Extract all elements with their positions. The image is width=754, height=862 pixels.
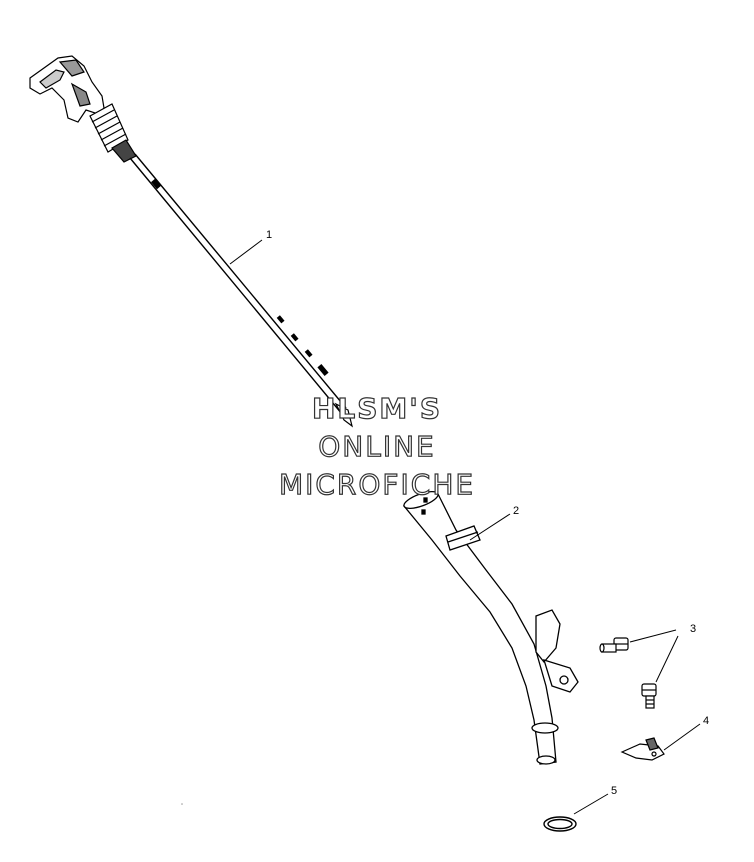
callout-4: 4 — [703, 715, 709, 727]
leader-2 — [469, 513, 511, 541]
tube-bracket — [535, 609, 561, 664]
speck — [181, 803, 183, 805]
leader-1 — [229, 239, 263, 265]
leader-4 — [663, 723, 701, 751]
bolt-lower — [641, 683, 657, 709]
tube-body — [402, 493, 557, 765]
callout-5: 5 — [611, 785, 617, 797]
bolt-upper — [599, 637, 629, 653]
leader-3a — [629, 629, 677, 643]
o-ring — [543, 816, 577, 832]
watermark-line-1: HLSM'S — [311, 391, 443, 425]
dipstick-tube — [402, 491, 579, 765]
dipstick-shaft — [129, 157, 343, 415]
watermark-line-2: ONLINE — [318, 429, 436, 463]
dipstick — [29, 55, 353, 428]
leader-5 — [573, 793, 609, 815]
watermark-line-3: MICROFICHE — [278, 467, 476, 501]
clip — [620, 737, 665, 761]
leader-3b — [655, 635, 679, 683]
callout-3: 3 — [690, 623, 696, 635]
callout-1: 1 — [266, 229, 272, 241]
callout-2: 2 — [513, 505, 519, 517]
